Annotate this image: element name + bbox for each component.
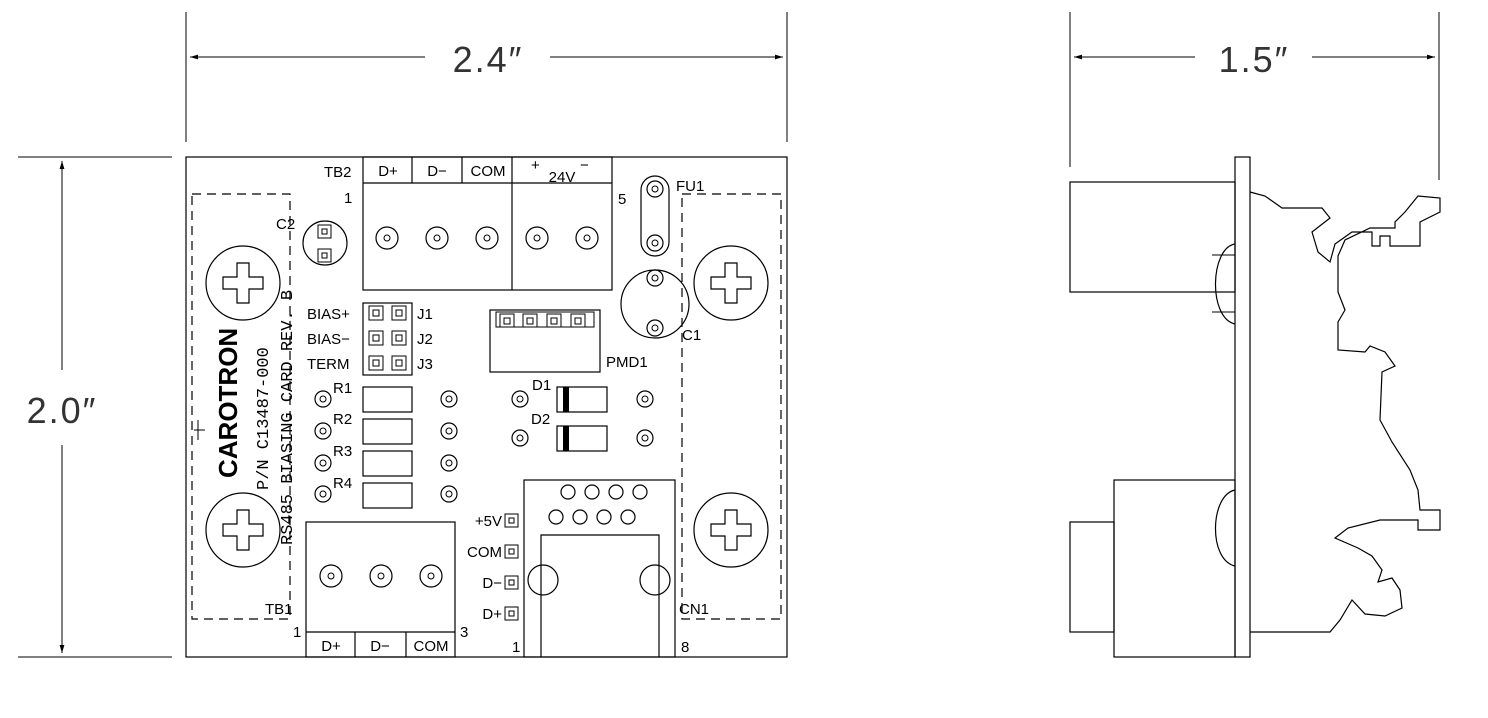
tb2-terminal-label: D+ — [378, 163, 398, 180]
tb2-pin-five-label: 5 — [618, 191, 626, 208]
mounting-screw-bottom-right — [693, 492, 769, 568]
side-connector-profile — [1113, 479, 1236, 658]
test-point-label: COM — [467, 544, 502, 561]
jumper-block — [362, 302, 413, 376]
depth-dimension-label: 1.5″ — [1219, 39, 1290, 80]
test-point-label: +5V — [475, 513, 502, 530]
jumper-id-label: J2 — [417, 331, 433, 348]
tb2-label: TB2 — [324, 164, 352, 181]
ground-symbol-icon — [194, 420, 205, 440]
d1-label: D1 — [532, 377, 551, 394]
diode-pair — [511, 386, 654, 452]
tb1-terminal-label: D− — [370, 638, 390, 655]
tb2-supply-label: 24V — [549, 169, 576, 186]
r3-label: R3 — [333, 443, 352, 460]
jumper-id-label: J1 — [417, 306, 433, 323]
side-terminal-block-upper — [1069, 181, 1236, 293]
mounting-screw-bottom-left — [205, 492, 281, 568]
mounting-screw-top-left — [205, 245, 281, 321]
left-mounting-rail — [191, 193, 291, 620]
tb1-label: TB1 — [265, 601, 293, 618]
tb1-pin-three-label: 3 — [460, 624, 468, 641]
jumper-function-label: BIAS+ — [307, 306, 350, 323]
c2-capacitor — [302, 220, 348, 266]
jumper-id-label: J3 — [417, 356, 433, 373]
c1-capacitor — [620, 269, 690, 339]
tb2-terminal-label: D− — [427, 163, 447, 180]
card-description-text: RS485 BIASING CARD REV. B — [279, 290, 298, 545]
brand-logo-text: CAROTRON — [213, 328, 243, 478]
c1-label: C1 — [682, 327, 701, 344]
tb1-pin-one-label: 1 — [293, 624, 301, 641]
fu1-fuse — [640, 175, 670, 257]
r1-label: R1 — [333, 380, 352, 397]
tb1-terminal-label: COM — [414, 638, 449, 655]
r4-label: R4 — [333, 475, 352, 492]
tb1-terminal-label: D+ — [321, 638, 341, 655]
part-number-text: P/N C13487-000 — [255, 347, 274, 490]
test-point-label: D+ — [482, 606, 502, 623]
dimension-height: 2.0″ — [18, 156, 172, 658]
side-view — [1069, 156, 1441, 658]
cn1-pin-eight-label: 8 — [681, 639, 689, 656]
cn1-pin-one-label: 1 — [512, 639, 520, 656]
side-terminal-block-lower — [1069, 521, 1115, 633]
dimension-depth: 1.5″ — [1069, 12, 1440, 180]
test-point-pads — [504, 513, 519, 621]
tb2-plus-label: + — [531, 157, 540, 174]
cn1-label: CN1 — [679, 601, 709, 618]
mounting-screw-top-right — [693, 245, 769, 321]
width-dimension-label: 2.4″ — [453, 39, 524, 80]
d2-label: D2 — [531, 411, 550, 428]
fu1-label: FU1 — [676, 178, 704, 195]
pmd1-header — [489, 309, 601, 373]
cn1-connector — [523, 479, 676, 658]
c2-label: C2 — [276, 216, 295, 233]
pmd1-label: PMD1 — [606, 354, 648, 371]
height-dimension-label: 2.0″ — [27, 390, 98, 431]
tb2-minus-label: − — [580, 157, 589, 174]
tb2-pin-one-label: 1 — [344, 190, 352, 207]
dimension-width: 2.4″ — [185, 12, 788, 142]
din-rail-clip-profile — [1249, 191, 1441, 633]
side-pcb-edge — [1234, 156, 1251, 658]
test-point-label: D− — [482, 575, 502, 592]
right-mounting-rail — [681, 193, 782, 620]
tb2-terminal-label: COM — [471, 163, 506, 180]
side-capacitor-profile — [1214, 243, 1236, 325]
resistor-array — [314, 386, 458, 509]
jumper-function-label: TERM — [307, 356, 350, 373]
r2-label: R2 — [333, 411, 352, 428]
tb1-terminal-block — [305, 521, 456, 658]
jumper-function-label: BIAS− — [307, 331, 350, 348]
tb2-terminal-block — [362, 156, 613, 291]
